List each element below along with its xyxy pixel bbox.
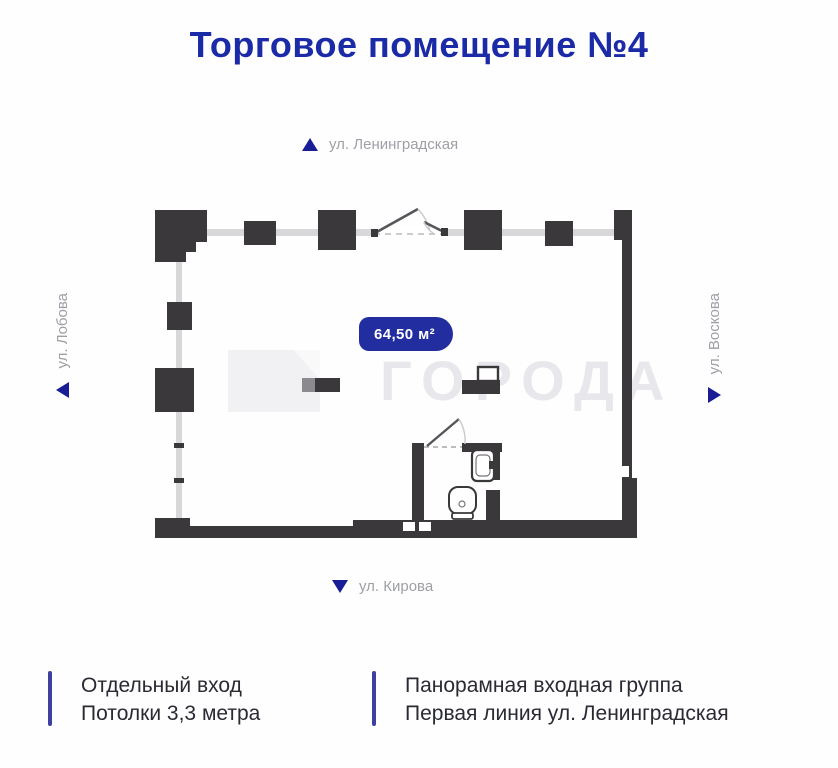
feature-left-line-1: Отдельный вход [81, 674, 242, 697]
page-title: Торговое помещение №4 [189, 24, 649, 65]
plan-niches [403, 466, 629, 531]
area-badge-label: 64,50 м² [374, 325, 435, 343]
feature-block-right: Панорамная входная группа Первая линия у… [372, 671, 729, 728]
bathroom-door [424, 418, 466, 448]
divider-bar [48, 671, 52, 726]
area-badge: 64,50 м² [359, 317, 453, 351]
entrance-double-door [371, 207, 448, 237]
triangle-up-icon [302, 138, 318, 151]
plan-windows [174, 229, 614, 520]
floor-plan-drawing [155, 207, 637, 538]
street-label-bottom-text: ул. Кирова [359, 578, 434, 595]
triangle-right-icon [708, 387, 721, 404]
feature-block-left: Отдельный вход Потолки 3,3 метра [48, 671, 260, 728]
entrance-opening [372, 227, 447, 238]
triangle-down-icon [332, 580, 348, 593]
street-label-right: ул. Воскова [706, 293, 723, 404]
triangle-left-icon [56, 381, 69, 398]
divider-bar [372, 671, 376, 726]
watermark-text: ГОРОДА [380, 349, 675, 412]
interior-fittings [302, 365, 500, 394]
feature-right-line-1: Панорамная входная группа [405, 674, 683, 697]
plan-walls [155, 210, 637, 538]
feature-left-line-2: Потолки 3,3 метра [81, 702, 261, 725]
street-label-left: ул. Лобова [54, 293, 71, 398]
feature-right-line-2: Первая линия ул. Ленинградская [405, 702, 729, 725]
street-label-top: ул. Ленинградская [302, 136, 458, 153]
street-label-top-text: ул. Ленинградская [329, 136, 459, 153]
sink [470, 448, 496, 483]
toilet [448, 486, 477, 520]
street-label-bottom: ул. Кирова [332, 578, 433, 595]
